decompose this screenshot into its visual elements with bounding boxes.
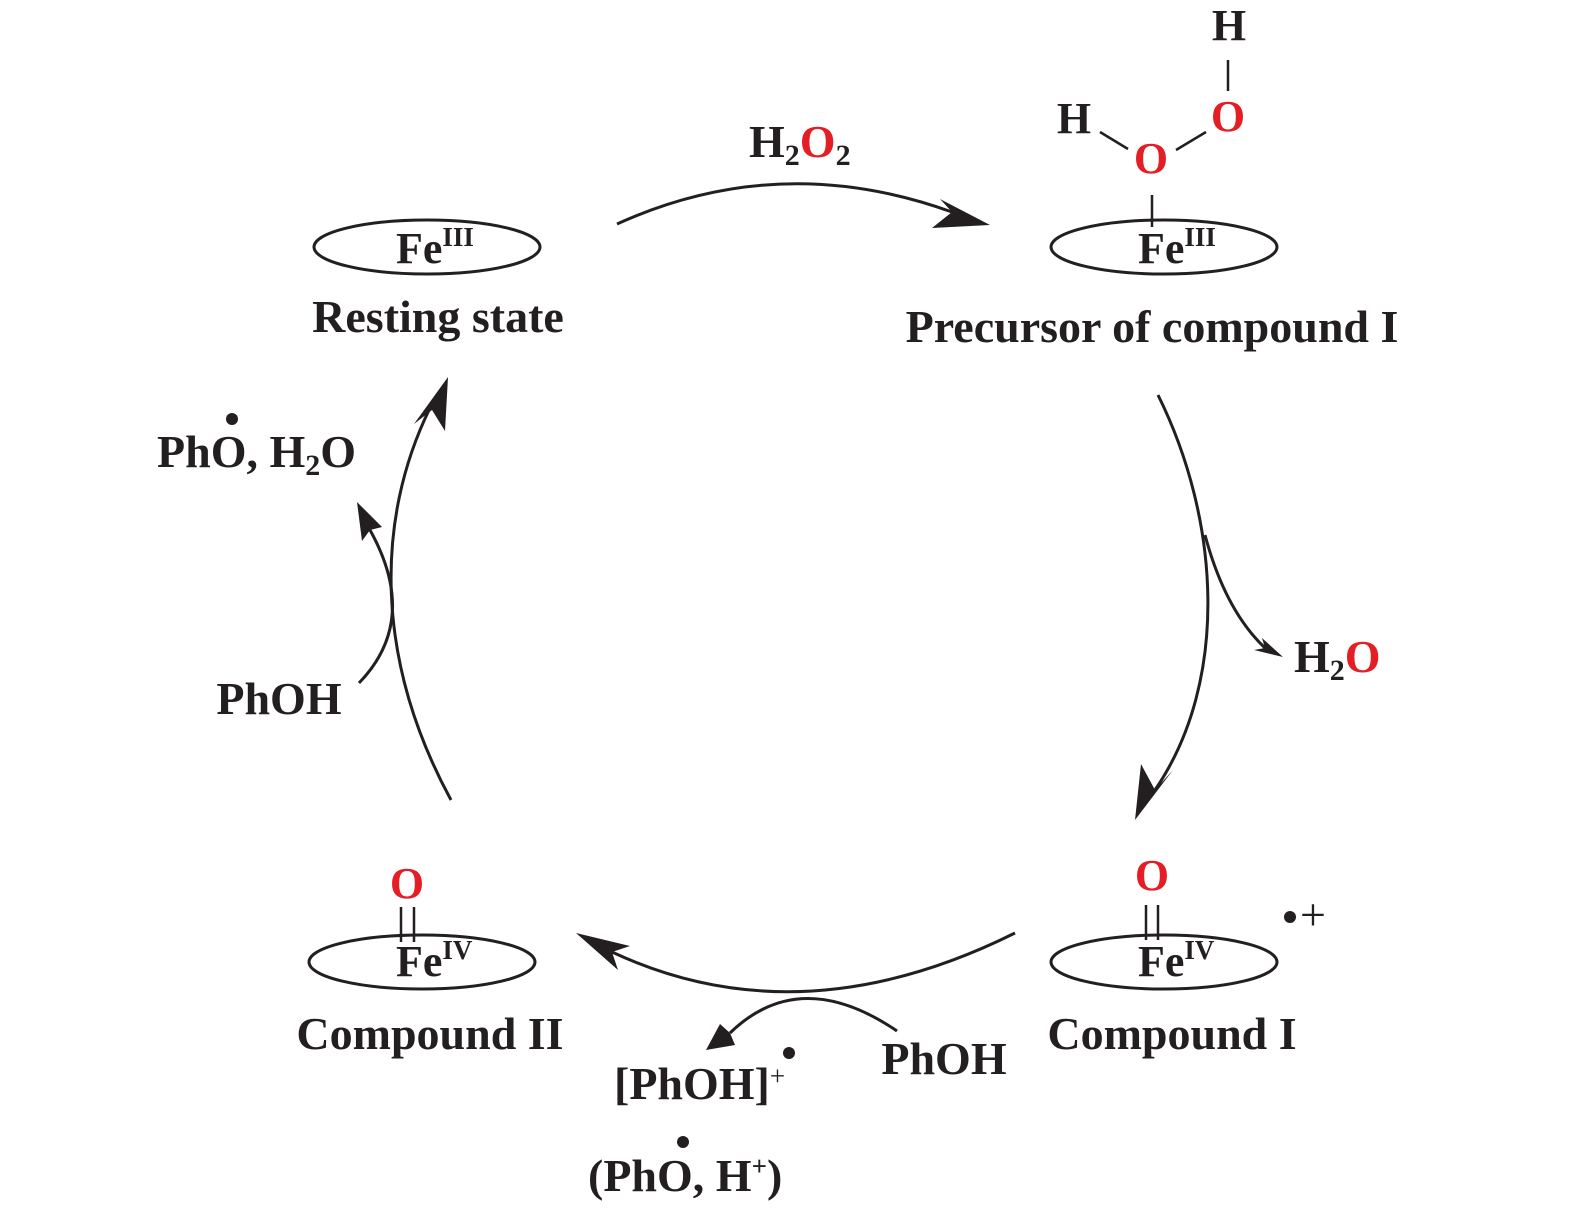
arrowhead-water [1254, 638, 1283, 657]
compound-i-label: Compound I [1047, 1008, 1296, 1059]
arrowhead-compound-ii [576, 933, 630, 970]
arrow-resting-to-precursor [616, 182, 953, 226]
porphyrin-ring-resting [312, 218, 542, 276]
arrow-compound-ii-to-resting [389, 407, 453, 801]
porphyrin-ring-precursor [1049, 218, 1279, 276]
water-product-right: H2O [1294, 631, 1381, 687]
oxo-oxygen-compound-i: O [1135, 851, 1169, 900]
arrowhead-precursor [932, 199, 990, 228]
arrow-water-release [1203, 534, 1267, 650]
arrowhead-compound-i [1135, 764, 1173, 820]
radical-dot-phenoxyl-bottom [677, 1136, 689, 1148]
porphyrin-ring-compound-i [1049, 933, 1279, 991]
compound-ii: O FeIV Compound II [296, 859, 563, 1059]
arrow-precursor-to-compound-i [1153, 394, 1210, 791]
phenol-reagent-left: PhOH [216, 673, 341, 724]
arrowhead-left-products [357, 502, 382, 541]
arrowhead-resting [414, 377, 448, 431]
iron-compound-i: FeIV [1138, 935, 1215, 986]
hydrogen-top: H [1212, 1, 1246, 50]
phenol-radical-cation: [PhOH]+ [614, 1058, 785, 1109]
compound-ii-label: Compound II [296, 1008, 563, 1059]
h2o2-reagent: H2O2 [749, 116, 851, 172]
phenol-reagent-bottom: PhOH [881, 1033, 1006, 1084]
o-o-bond [1175, 130, 1207, 152]
arrow-phenol-oxidation-bottom [728, 997, 898, 1035]
iron-precursor: FeIII [1138, 222, 1216, 273]
radical-dot-compound-i [1284, 911, 1296, 923]
oxygen-proximal: O [1134, 134, 1168, 183]
porphyrin-ring-compound-ii [307, 933, 537, 991]
o-h-bond-left [1099, 130, 1129, 151]
arrowhead-radical-cation [706, 1024, 735, 1050]
arrow-compound-i-to-compound-ii [611, 931, 1016, 994]
cation-charge-compound-i: + [1300, 889, 1326, 940]
phenoxyl-pair: (PhO, H+) [588, 1150, 782, 1201]
arrow-phenol-oxidation-left [357, 529, 394, 685]
precursor-label: Precursor of compound I [906, 301, 1399, 352]
iron-compound-ii: FeIV [396, 935, 473, 986]
radical-dot-cation [783, 1047, 795, 1059]
iron-resting: FeIII [396, 222, 474, 273]
resting-state-label: Resting state [312, 291, 564, 342]
left-products: PhO, H2O [157, 426, 356, 482]
precursor-compound-i: FeIII O O H H Precursor of compound I [906, 1, 1399, 352]
oxo-oxygen-compound-ii: O [390, 859, 424, 908]
compound-i: O FeIV + Compound I [1047, 851, 1326, 1059]
resting-state: FeIII Resting state [312, 218, 564, 342]
radical-dot-phenoxyl-left [226, 413, 238, 425]
oxygen-distal: O [1211, 92, 1245, 141]
hydrogen-left: H [1057, 94, 1091, 143]
